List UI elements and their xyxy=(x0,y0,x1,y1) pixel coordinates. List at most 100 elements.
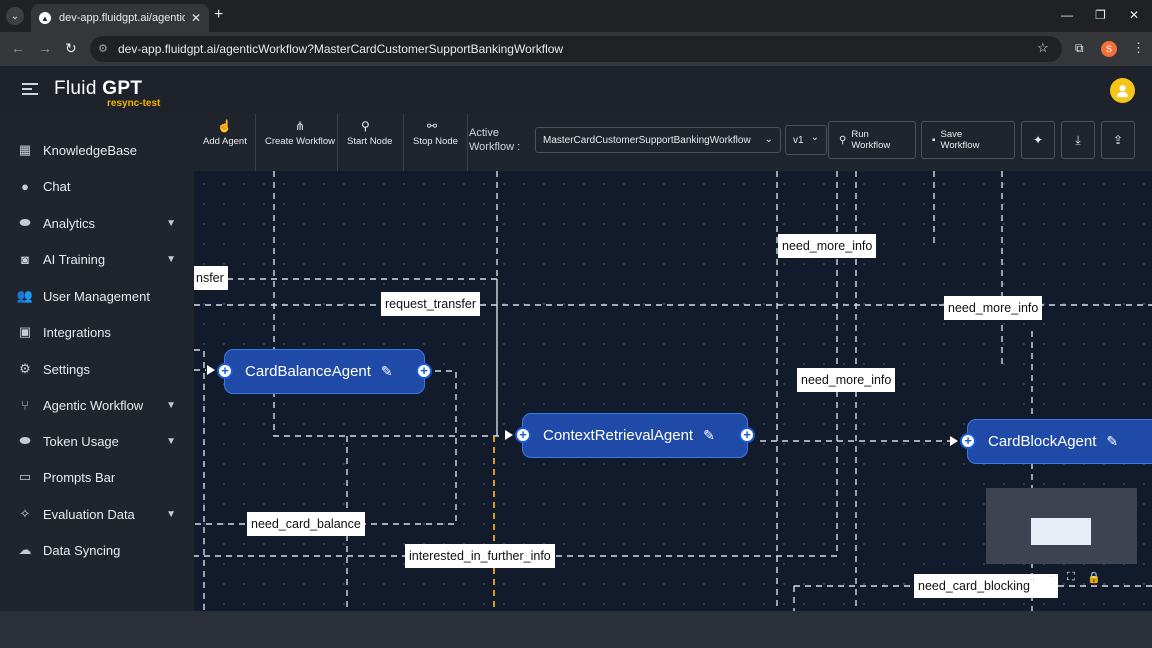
sidebar-item-data-syncing[interactable]: ☁ Data Syncing xyxy=(0,533,194,567)
close-window-icon[interactable]: ✕ xyxy=(1129,8,1140,22)
sidebar-item-agentic-workflow[interactable]: ⑂ Agentic Workflow ▼ xyxy=(0,388,194,422)
edge-label-need-card-blocking[interactable]: need_card_blocking xyxy=(914,574,1058,598)
new-tab-icon[interactable]: + xyxy=(214,6,224,23)
run-workflow-button[interactable]: ⚲ Run Workflow xyxy=(828,121,916,159)
active-workflow-select[interactable]: MasterCardCustomerSupportBankingWorkflow… xyxy=(535,127,781,153)
chevron-down-icon: ▼ xyxy=(166,435,176,447)
create-workflow-button[interactable]: ⋔ Create Workflow xyxy=(256,114,338,171)
browser-menu-icon[interactable]: ⋮ xyxy=(1132,40,1145,55)
node-output-handle-icon[interactable]: + xyxy=(739,427,755,443)
magic-wand-button[interactable]: ✦ xyxy=(1021,121,1055,159)
node-input-handle-icon[interactable]: + xyxy=(960,433,976,449)
share-icon: ⇪ xyxy=(1112,133,1124,147)
briefcase-icon: ▣ xyxy=(18,324,32,339)
version-value: v1 xyxy=(793,134,804,146)
edge-arrow xyxy=(505,430,513,440)
node-input-handle-icon[interactable]: + xyxy=(217,363,233,379)
sidebar-item-evaluation-data[interactable]: ✧ Evaluation Data ▼ xyxy=(0,497,194,531)
node-context-retrieval-agent[interactable]: + ContextRetrievalAgent ✎ + xyxy=(515,413,755,458)
sidebar-item-label: Evaluation Data xyxy=(43,506,135,522)
edit-pencil-icon[interactable]: ✎ xyxy=(703,427,715,443)
reload-icon[interactable]: ↻ xyxy=(65,40,77,56)
sidebar-item-token-usage[interactable]: ⬬ Token Usage ▼ xyxy=(0,424,194,458)
fit-view-icon[interactable]: ⛶ xyxy=(1067,571,1075,583)
node-output-handle-icon[interactable]: + xyxy=(416,363,432,379)
chat-bubble-icon: ● xyxy=(21,178,29,194)
run-workflow-label: Run Workflow xyxy=(851,129,891,151)
grid-icon: ▦ xyxy=(18,142,32,157)
sidebar-item-label: Settings xyxy=(43,361,90,377)
edge-label-transfer[interactable]: nsfer xyxy=(194,266,228,290)
brand-bold: GPT xyxy=(102,78,143,99)
close-tab-icon[interactable]: ✕ xyxy=(190,11,201,25)
start-node-label: Start Node xyxy=(347,136,393,147)
address-bar[interactable]: dev-app.fluidgpt.ai/agenticWorkflow?Mast… xyxy=(90,36,1062,62)
zoom-out-icon[interactable]: − xyxy=(1048,571,1055,583)
forward-icon[interactable]: → xyxy=(38,40,52,56)
edge-label-need-card-balance[interactable]: need_card_balance xyxy=(247,512,365,536)
minimize-icon[interactable]: — xyxy=(1061,8,1073,22)
edge-label-need-more-info[interactable]: need_more_info xyxy=(778,234,877,258)
edit-pencil-icon[interactable]: ✎ xyxy=(380,363,393,379)
sidebar-item-label: AI Training xyxy=(43,251,106,267)
workflow-canvas[interactable]: nsfer request_transfer need_more_info ne… xyxy=(194,114,1152,611)
add-agent-button[interactable]: ☝ Add Agent xyxy=(194,114,256,171)
chevron-down-icon: ▼ xyxy=(166,217,176,229)
share-button[interactable]: ⇪ xyxy=(1101,121,1135,159)
sidebar-item-prompts-bar[interactable]: ▭ Prompts Bar xyxy=(0,460,194,494)
sidebar: ▦ KnowledgeBase ● Chat ⬬ Analytics ▼ ◙ A… xyxy=(0,114,194,611)
edge-line xyxy=(194,349,205,611)
workflow-icon: ⑂ xyxy=(21,397,29,413)
sidebar-item-analytics[interactable]: ⬬ Analytics ▼ xyxy=(0,206,194,240)
edge-label-need-more-info[interactable]: need_more_info xyxy=(944,296,1043,320)
sidebar-item-chat[interactable]: ● Chat xyxy=(0,169,194,203)
stop-node-button[interactable]: ⚯ Stop Node xyxy=(404,114,468,171)
edit-pencil-icon[interactable]: ✎ xyxy=(1106,433,1119,449)
workflow-toolbar: ☝ Add Agent ⋔ Create Workflow ⚲ Start No… xyxy=(194,114,1152,171)
edge-label-request-transfer[interactable]: request_transfer xyxy=(381,292,481,316)
minimap[interactable] xyxy=(986,488,1137,564)
database-icon: ⬬ xyxy=(19,433,31,448)
node-card-balance-agent[interactable]: + CardBalanceAgent ✎ + xyxy=(217,349,432,394)
user-avatar-icon[interactable] xyxy=(1110,78,1135,103)
node-label: CardBlockAgent xyxy=(988,433,1097,450)
edge-line xyxy=(194,370,457,525)
edge-arrow xyxy=(950,436,958,446)
app-header: Fluid GPT resync-test xyxy=(0,66,1152,114)
site-settings-icon[interactable]: ⚙ xyxy=(98,43,108,55)
node-input-handle-icon[interactable]: + xyxy=(515,427,531,443)
profile-avatar[interactable]: S xyxy=(1101,41,1117,57)
node-label: ContextRetrievalAgent xyxy=(543,427,694,444)
restore-icon[interactable]: ❐ xyxy=(1095,8,1106,22)
lock-icon[interactable]: 🔒 xyxy=(1087,572,1101,584)
active-workflow-label: Active Workflow : xyxy=(469,127,521,153)
sidebar-item-settings[interactable]: ⚙ Settings xyxy=(0,352,194,386)
sidebar-item-ai-training[interactable]: ◙ AI Training ▼ xyxy=(0,242,194,276)
tab-search-icon[interactable]: ⌄ xyxy=(6,7,24,25)
stop-node-icon: ⚯ xyxy=(427,119,438,133)
version-select[interactable]: v1 ⌄ xyxy=(785,125,827,155)
bookmark-star-icon[interactable]: ☆ xyxy=(1037,40,1049,55)
sidebar-item-user-management[interactable]: 👥 User Management xyxy=(0,279,194,313)
edge-label-need-more-info[interactable]: need_more_info xyxy=(797,368,896,392)
sparkle-icon: ✧ xyxy=(19,506,31,521)
sidebar-item-label: Agentic Workflow xyxy=(43,397,144,413)
save-workflow-button[interactable]: ▪ Save Workflow xyxy=(921,121,1015,159)
extensions-icon[interactable]: ⧉ xyxy=(1075,41,1084,55)
hamburger-menu-icon[interactable] xyxy=(22,83,38,95)
browser-tab[interactable]: ▲ dev-app.fluidgpt.ai/agenticWor ✕ xyxy=(31,4,209,32)
minimap-viewport[interactable] xyxy=(1031,518,1091,545)
download-button[interactable]: ⤓ xyxy=(1061,121,1095,159)
sidebar-item-knowledgebase[interactable]: ▦ KnowledgeBase xyxy=(0,133,194,167)
sidebar-item-label: Chat xyxy=(43,178,71,194)
edge-arrow xyxy=(207,365,215,375)
start-node-button[interactable]: ⚲ Start Node xyxy=(338,114,404,171)
sidebar-item-integrations[interactable]: ▣ Integrations xyxy=(0,315,194,349)
node-card-block-agent[interactable]: + CardBlockAgent ✎ xyxy=(960,419,1152,464)
magic-wand-icon: ✦ xyxy=(1032,133,1044,147)
save-workflow-label: Save Workflow xyxy=(940,129,980,151)
chevron-down-icon: ▼ xyxy=(166,508,176,520)
zoom-in-icon[interactable]: ＋ xyxy=(1028,574,1039,586)
back-icon[interactable]: ← xyxy=(11,40,25,56)
edge-label-interested-in-further-info[interactable]: interested_in_further_info xyxy=(405,544,555,568)
